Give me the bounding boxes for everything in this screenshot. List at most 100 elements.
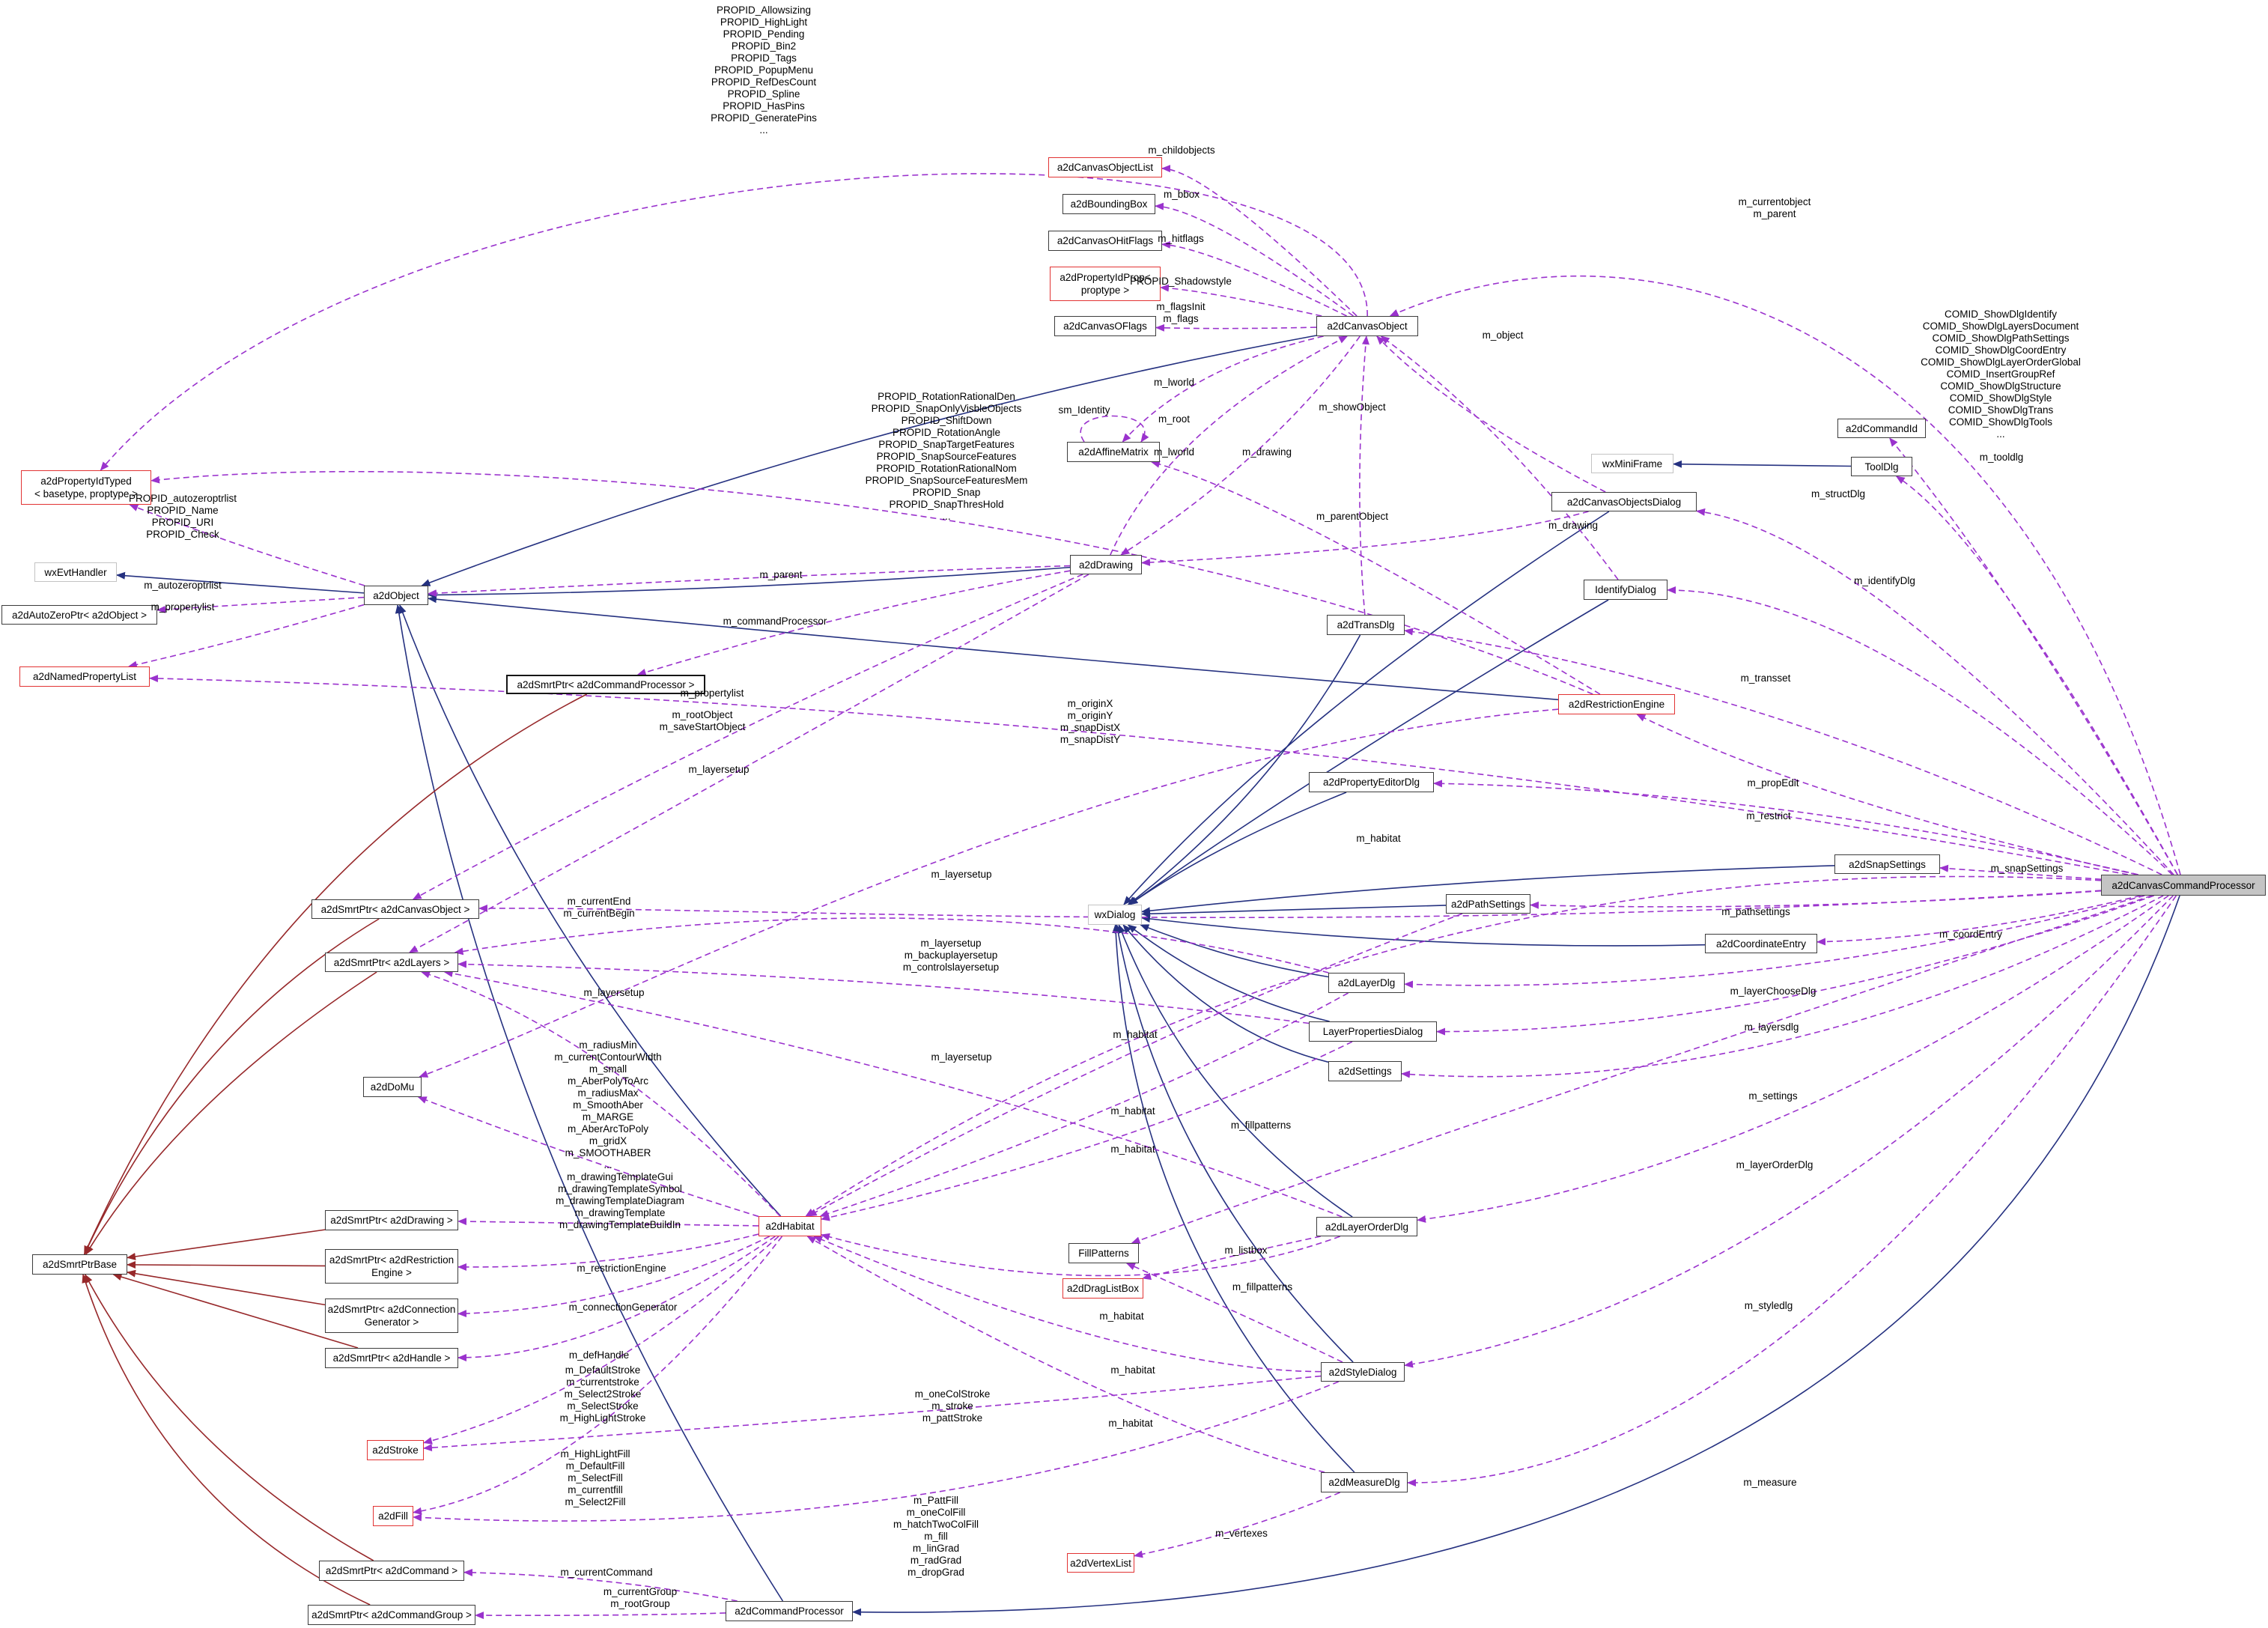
class-node-snapsettings[interactable]: a2dSnapSettings	[1834, 854, 1940, 874]
class-node-settings[interactable]: a2dSettings	[1328, 1061, 1402, 1081]
class-node-label: a2dFill	[378, 1510, 408, 1522]
class-node-wxdialog[interactable]: wxDialog	[1088, 905, 1142, 925]
class-node-fillpatterns[interactable]: FillPatterns	[1068, 1243, 1139, 1263]
class-node-wxminiframe[interactable]: wxMiniFrame	[1591, 454, 1673, 473]
class-node-coordentry[interactable]: a2dCoordinateEntry	[1705, 934, 1817, 953]
class-node-label: a2dCanvasObject	[1327, 321, 1408, 332]
class-node-label: a2dSmrtPtr< a2dConnection	[327, 1304, 456, 1315]
class-node-canvasobject[interactable]: a2dCanvasObject	[1316, 316, 1418, 336]
class-node-canvasohitflags[interactable]: a2dCanvasOHitFlags	[1048, 231, 1162, 251]
class-node-smrt_layers[interactable]: a2dSmrtPtr< a2dLayers >	[325, 953, 458, 972]
edge-label: m_structDlg	[1811, 488, 1866, 499]
edge-label: m_defHandle	[568, 1349, 630, 1361]
class-node-label: Generator >	[364, 1316, 419, 1328]
class-node-objectsdialog[interactable]: a2dCanvasObjectsDialog	[1551, 492, 1697, 511]
class-node-smrt_handle[interactable]: a2dSmrtPtr< a2dHandle >	[325, 1348, 458, 1368]
class-node-smrt_canvasobj[interactable]: a2dSmrtPtr< a2dCanvasObject >	[311, 899, 479, 919]
edge-label: PROPID_Shadowstyle	[1130, 276, 1232, 287]
class-node-pathsettings[interactable]: a2dPathSettings	[1446, 894, 1530, 914]
edge-cancmdproc-snapsettings	[1939, 864, 2102, 881]
class-node-propidprop[interactable]: a2dPropertyIdProp< proptype >	[1050, 267, 1161, 301]
class-node-vertexlist[interactable]: a2dVertexList	[1067, 1553, 1134, 1573]
class-node-smrt_cmdgroup[interactable]: a2dSmrtPtr< a2dCommandGroup >	[308, 1605, 475, 1625]
edge-measuredlg-habitat	[806, 1236, 1325, 1473]
class-node-propeditordlg[interactable]: a2dPropertyEditorDlg	[1309, 772, 1434, 792]
class-node-layerdlg[interactable]: a2dLayerDlg	[1328, 973, 1405, 993]
edge-cancmdproc-settings	[1401, 895, 2164, 1078]
class-node-label: a2dSmrtPtr< a2dCommand >	[325, 1565, 458, 1576]
edge-restrictengine-affinematrix	[1150, 460, 1601, 695]
edge-label: m_commandProcessor	[723, 616, 827, 627]
edge-cancmdproc-objectsdialog	[1696, 508, 2174, 875]
class-node-smrt_command[interactable]: a2dSmrtPtr< a2dCommand >	[319, 1561, 464, 1581]
edge-label: m_currentCommand	[560, 1567, 653, 1578]
class-node-commandid[interactable]: a2dCommandId	[1837, 419, 1926, 438]
class-node-smrt_drawing[interactable]: a2dSmrtPtr< a2dDrawing >	[325, 1210, 458, 1230]
edge-styledialog-habitat	[813, 1236, 1322, 1373]
class-node-draglistbox[interactable]: a2dDragListBox	[1062, 1278, 1143, 1299]
edge-label: m_object	[1482, 329, 1524, 341]
class-node-autozeroptr[interactable]: a2dAutoZeroPtr< a2dObject >	[1, 605, 157, 625]
edge-layerorderdlg-wxdialog	[1118, 924, 1353, 1218]
class-node-label: a2dCanvasCommandProcessor	[2112, 879, 2255, 891]
class-node-identifydialog[interactable]: IdentifyDialog	[1584, 580, 1667, 600]
edge-layerorderdlg-smrt_layers	[443, 970, 1343, 1218]
edge-cancmdproc-transdlg	[1404, 628, 2162, 875]
class-node-styledialog[interactable]: a2dStyleDialog	[1321, 1362, 1405, 1382]
edge-label: m_bbox	[1163, 189, 1200, 200]
class-node-label: a2dStyleDialog	[1328, 1366, 1397, 1378]
edge-label: m_habitat	[1110, 1364, 1155, 1376]
class-node-label: a2dPropertyIdProp<	[1059, 272, 1151, 283]
class-node-label: a2dSmrtPtr< a2dRestriction	[329, 1254, 454, 1266]
edge-a2dobject-namedproplist	[127, 604, 365, 669]
class-node-fill[interactable]: a2dFill	[373, 1506, 413, 1526]
class-node-label: a2dVertexList	[1070, 1557, 1131, 1569]
class-node-canvasoflags[interactable]: a2dCanvasOFlags	[1054, 316, 1156, 336]
class-node-domu[interactable]: a2dDoMu	[363, 1077, 422, 1097]
class-node-propidtyped[interactable]: a2dPropertyIdTyped< basetype, proptype >	[21, 470, 151, 505]
edge-objectsdialog-canvasobject	[1376, 335, 1606, 493]
edge-smrt_cmdproc-smrtptrbase	[83, 693, 588, 1255]
class-node-layerprops[interactable]: LayerPropertiesDialog	[1309, 1021, 1437, 1042]
class-node-affinematrix[interactable]: a2dAffineMatrix	[1067, 442, 1160, 462]
class-node-a2dobject[interactable]: a2dObject	[364, 586, 428, 605]
class-node-stroke[interactable]: a2dStroke	[367, 1440, 424, 1460]
class-node-transdlg[interactable]: a2dTransDlg	[1327, 615, 1405, 635]
class-node-measuredlg[interactable]: a2dMeasureDlg	[1321, 1472, 1408, 1492]
edge-habitat-stroke	[423, 1236, 779, 1445]
class-node-cmdprocessor[interactable]: a2dCommandProcessor	[726, 1601, 853, 1621]
edge-cancmdproc-layerdlg	[1404, 895, 2145, 988]
class-node-wxevthandler[interactable]: wxEvtHandler	[34, 562, 117, 582]
class-node-smrt_cmdproc[interactable]: a2dSmrtPtr< a2dCommandProcessor >	[506, 675, 705, 694]
edge-restrictengine-domu	[419, 708, 1559, 1078]
edge-label: m_habitat	[1110, 1143, 1155, 1155]
class-node-layerorderdlg[interactable]: a2dLayerOrderDlg	[1316, 1217, 1417, 1236]
edge-habitat-smrt_drawing	[457, 1218, 759, 1227]
edge-canvasobject-canvasobjlist	[1161, 165, 1358, 317]
class-node-canvasobjlist[interactable]: a2dCanvasObjectList	[1048, 157, 1162, 177]
class-node-label: a2dCanvasOHitFlags	[1057, 235, 1154, 246]
class-node-drawing[interactable]: a2dDrawing	[1070, 555, 1142, 574]
class-node-label: wxMiniFrame	[1602, 458, 1663, 470]
edge-label: m_layerOrderDlg	[1736, 1159, 1814, 1170]
class-node-label: Engine >	[371, 1267, 412, 1278]
class-node-tooldlg[interactable]: ToolDlg	[1851, 457, 1912, 476]
class-node-habitat[interactable]: a2dHabitat	[758, 1216, 821, 1236]
edge-label: m_transset	[1740, 672, 1791, 684]
class-node-label: proptype >	[1080, 285, 1130, 296]
class-node-label: a2dPropertyEditorDlg	[1322, 777, 1420, 788]
class-node-smrtptrbase[interactable]: a2dSmrtPtrBase	[32, 1254, 127, 1275]
edge-label: m_parentObject	[1316, 511, 1389, 522]
class-node-namedproplist[interactable]: a2dNamedPropertyList	[19, 666, 150, 687]
edge-habitat-domu	[417, 1096, 759, 1218]
class-node-restrictengine[interactable]: a2dRestrictionEngine	[1558, 694, 1675, 714]
edge-cancmdproc-canvasobject	[1389, 275, 2181, 875]
class-node-boundingbox[interactable]: a2dBoundingBox	[1062, 194, 1155, 214]
class-node-cancmdproc[interactable]: a2dCanvasCommandProcessor	[2101, 875, 2266, 896]
